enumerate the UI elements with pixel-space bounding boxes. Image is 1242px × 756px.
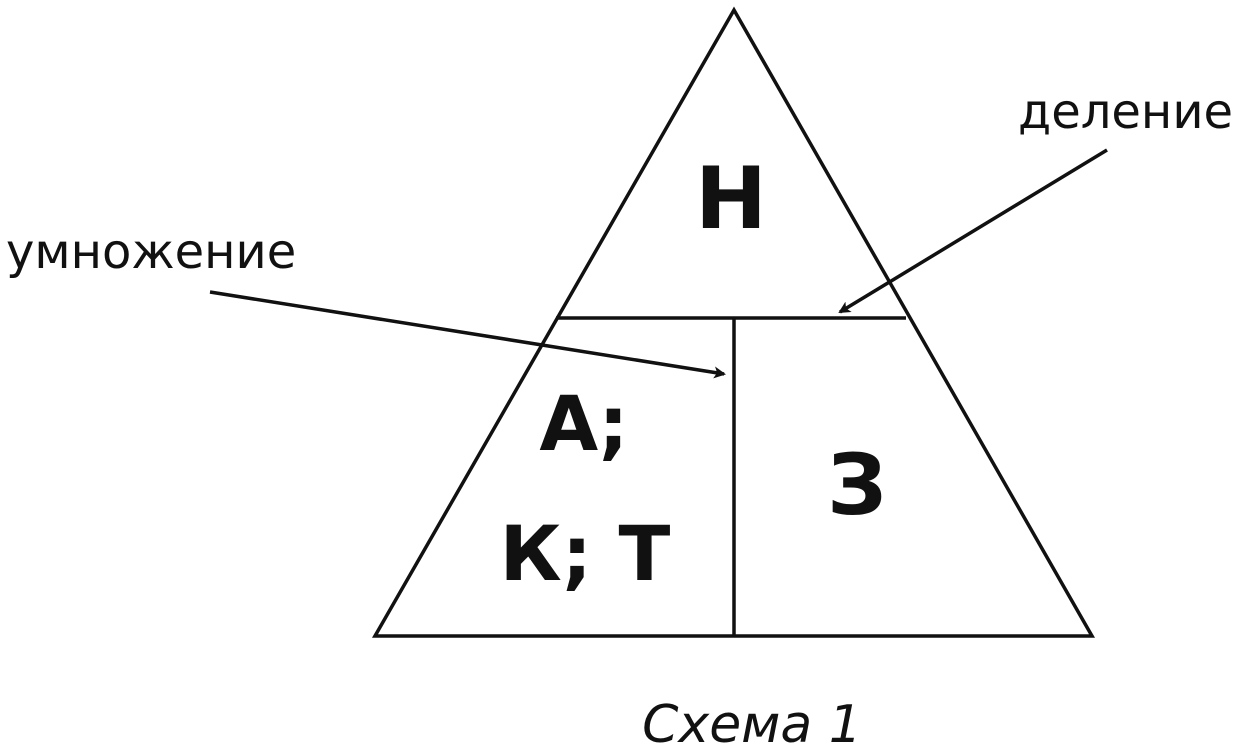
multiply-arrow-label: умножение <box>6 224 296 280</box>
diagram-caption: Схема 1 <box>642 695 862 755</box>
multiply-arrow <box>209 290 726 379</box>
divide-arrow-label: деление <box>1018 84 1233 140</box>
left-section-label-line1: А; <box>539 379 628 468</box>
divide-arrow <box>838 148 1108 314</box>
top-section-label: Н <box>695 149 767 249</box>
left-section-label-line2: К; Т <box>500 509 671 598</box>
right-section-label: З <box>827 436 887 534</box>
